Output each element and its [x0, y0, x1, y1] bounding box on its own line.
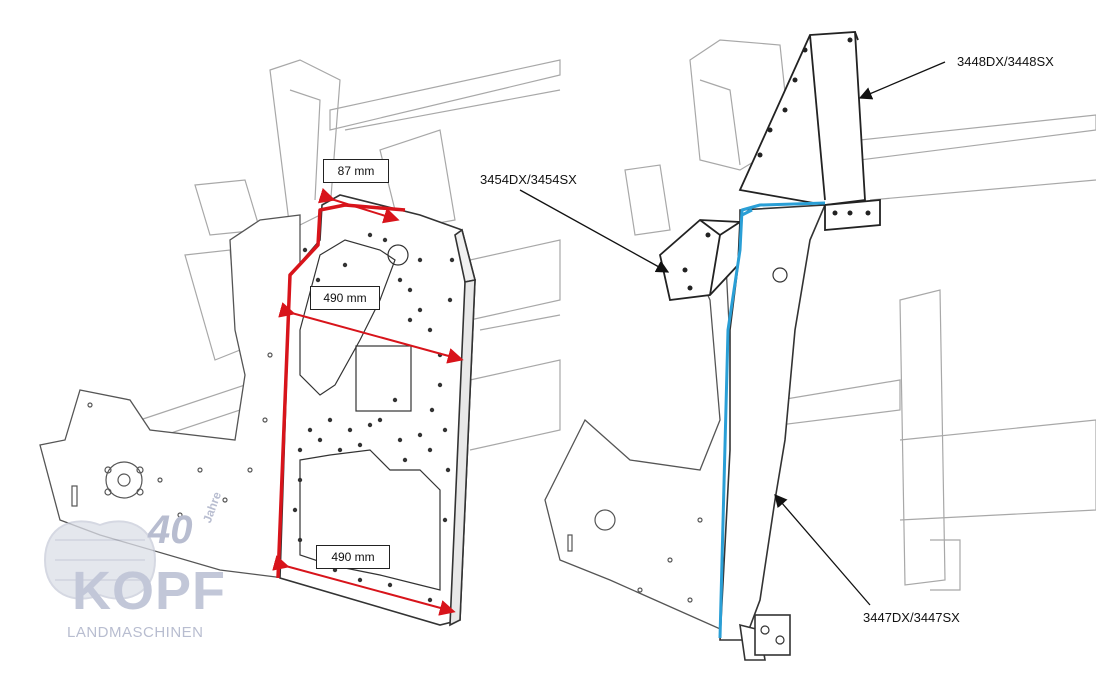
blue-beam-outline [718, 201, 826, 639]
logo-graphic [43, 520, 157, 600]
right-beam-holes [760, 267, 788, 645]
left-side-plate [39, 214, 301, 581]
logo-subtitle: LANDMASCHINEN [67, 624, 204, 641]
callout-3447: 3447DX/3447SX [863, 610, 960, 625]
small-bracket-part [659, 219, 741, 301]
bracket-holes [682, 232, 711, 291]
callout-leaders [519, 61, 946, 606]
right-plate-holes [567, 509, 703, 603]
right-side-plate [544, 244, 746, 642]
callout-3454: 3454DX/3454SX [480, 172, 577, 187]
top-tower-part [738, 31, 881, 231]
red-dimension-lines [272, 187, 464, 616]
dimension-bottom-label: 490 mm [316, 545, 390, 569]
logo-brand: KOPF [72, 561, 227, 621]
dimension-top-label: 87 mm [323, 159, 389, 183]
right-vertical-beam [719, 204, 827, 661]
logo-anniversary-number: 40 [148, 508, 193, 552]
left-plate-holes [71, 352, 273, 518]
tower-holes [757, 37, 871, 216]
callout-3448: 3448DX/3448SX [957, 54, 1054, 69]
dimension-middle-label: 490 mm [310, 286, 380, 310]
